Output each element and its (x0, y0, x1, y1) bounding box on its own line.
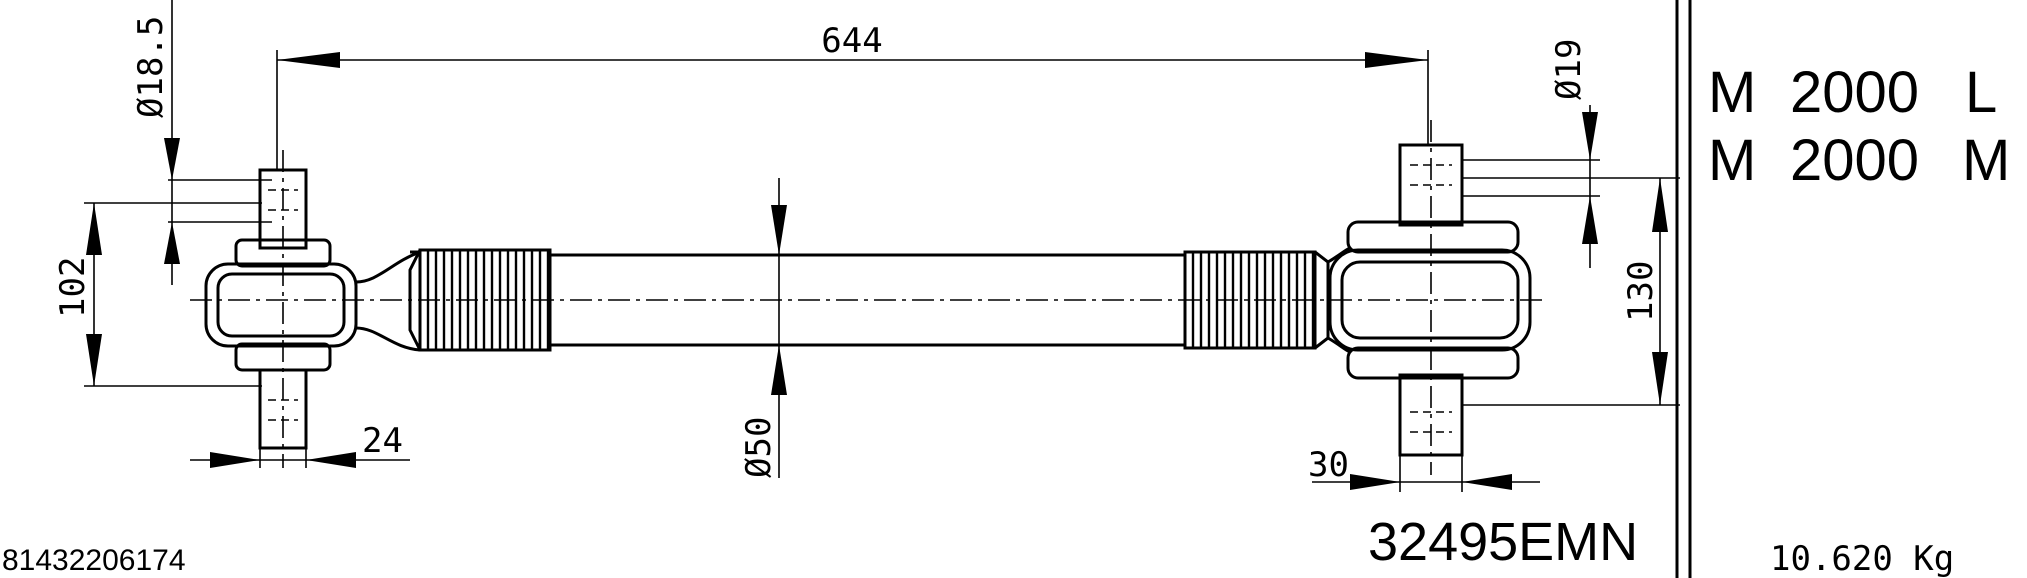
dimension-left-pin-diameter-label: Ø18.5 (131, 16, 171, 118)
model-line-2-number: 2000 (1790, 128, 1919, 193)
title-block-frame (1675, 0, 1692, 578)
dimension-length-label: 644 (821, 21, 882, 61)
model-line-2-variant: M (1962, 128, 2010, 193)
reaction-rod (190, 120, 1545, 475)
dimension-right-pin-width: 30 (1308, 445, 1540, 492)
dimension-right-pin-diameter-label: Ø19 (1549, 39, 1589, 100)
tube (550, 253, 1185, 347)
model-line-1-series: M (1708, 60, 1756, 125)
dimension-left-height: 102 (53, 202, 262, 387)
model-line-2-series: M (1708, 128, 1756, 193)
left-bushing-eye (204, 168, 421, 450)
dimension-left-pin-diameter: Ø18.5 (131, 0, 272, 285)
dimension-tube-diameter: Ø50 (739, 178, 787, 478)
model-line-1-variant: L (1965, 60, 1997, 125)
dimension-right-pin-diameter: Ø19 (1462, 39, 1600, 268)
weight: 10.620 Kg (1770, 539, 1954, 578)
dimension-left-pin-width: 24 (190, 421, 410, 468)
dimension-length: 644 (276, 21, 1429, 170)
dimension-tube-diameter-label: Ø50 (739, 417, 779, 478)
dimension-right-pin-width-label: 30 (1308, 445, 1349, 485)
item-code: 32495EMN (1368, 512, 1638, 572)
dimension-left-height-label: 102 (53, 257, 93, 318)
dimension-right-height: 130 (1462, 177, 1680, 406)
model-list: M 2000 L M 2000 M (1708, 60, 2010, 193)
part-number: 81432206174 (2, 544, 186, 577)
dimension-right-height-label: 130 (1621, 261, 1661, 322)
dimension-left-pin-width-label: 24 (362, 421, 403, 461)
model-line-1-number: 2000 (1790, 60, 1919, 125)
